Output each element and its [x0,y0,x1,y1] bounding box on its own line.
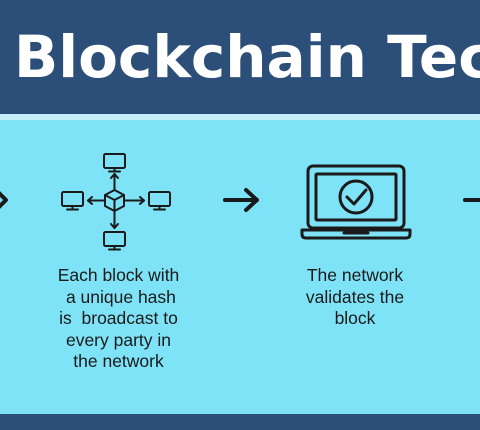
arrow-right-icon [0,191,8,209]
step-2-description: The network validates the block [305,265,405,328]
broadcast-network-icon [61,153,171,251]
step-1-description: Each block with a unique hash is broadca… [57,265,180,371]
arrow-right-icon [223,188,259,212]
arrow-right-icon [463,198,480,202]
header-divider [0,114,480,120]
header-bar: Blockchain Technolog [0,0,480,114]
footer-bar [0,414,480,430]
page-title: Blockchain Technolog [14,23,480,91]
laptop-check-icon [300,164,412,240]
